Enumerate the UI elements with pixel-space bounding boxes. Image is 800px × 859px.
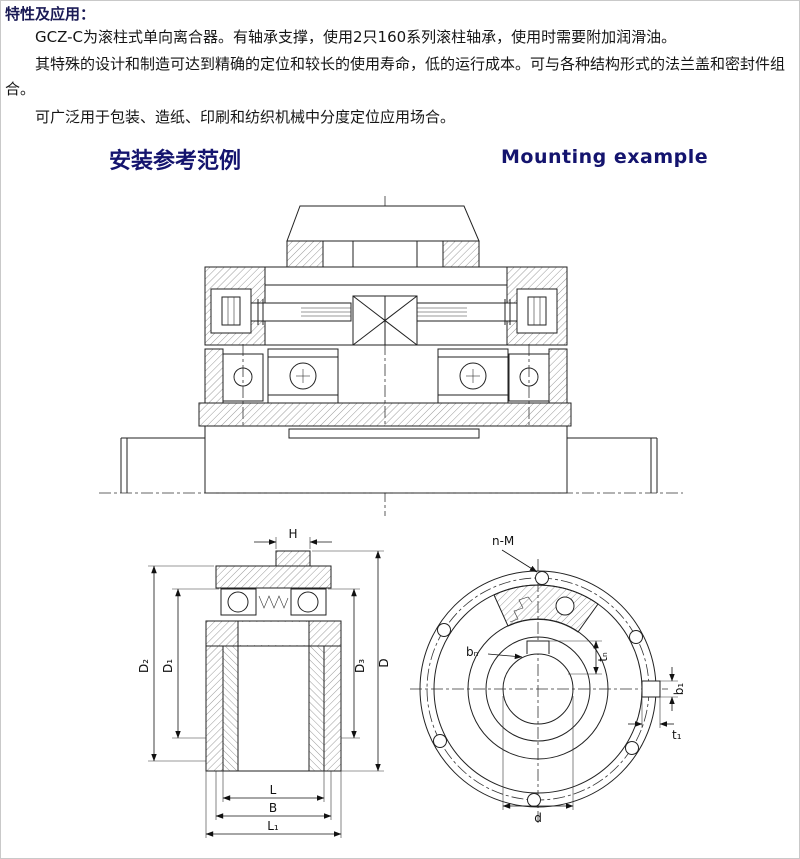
dim-bn: bₙ	[466, 645, 523, 660]
main-bearings	[204, 344, 568, 436]
dim-d: d	[502, 696, 574, 825]
dim-label-b1: b₁	[672, 683, 686, 696]
mounting-example-drawing	[99, 196, 683, 516]
dim-label-bn: bₙ	[466, 645, 479, 659]
clutch-section-view: H D₂ D₁ D₃ D	[137, 527, 391, 838]
paragraph-1: GCZ-C为滚柱式单向离合器。有轴承支撑，使用2只160系列滚柱轴承，使用时需要…	[35, 28, 677, 46]
paragraph-2: 其特殊的设计和制造可达到精确的定位和较长的使用寿命，低的运行成本。可与各种结构形…	[5, 55, 786, 99]
dim-label-D: D	[377, 658, 391, 667]
clutch-front-view: n-M bₙ tₙ b₁ t₁	[410, 534, 686, 825]
dim-D: D	[312, 550, 391, 772]
dim-label-d: d	[534, 811, 542, 825]
shaft-and-hub	[120, 425, 658, 494]
heading-english: Mounting example	[501, 146, 709, 168]
dim-D3: D₃	[328, 588, 367, 739]
dim-label-D1: D₁	[161, 659, 175, 673]
dim-label-B: B	[269, 801, 277, 815]
dim-D2: D₂	[137, 565, 214, 762]
bolt-holes	[433, 571, 643, 807]
section-geometry	[205, 550, 342, 772]
dim-label-t1: t₁	[672, 728, 682, 742]
dim-label-D3: D₃	[353, 659, 367, 673]
dim-label-L: L	[270, 783, 277, 797]
dim-b1: b₁	[660, 667, 686, 711]
section-headings: 安装参考范例 Mounting example	[1, 143, 799, 174]
dim-label-D2: D₂	[137, 659, 151, 673]
right-socket-screw	[416, 288, 558, 334]
paragraph-3: 可广泛用于包装、造纸、印刷和纺织机械中分度定位应用场合。	[35, 107, 456, 126]
dim-H: H	[254, 527, 332, 549]
left-socket-screw	[210, 288, 352, 334]
dim-D1: D₁	[161, 588, 219, 739]
intro-paragraphs: GCZ-C为滚柱式单向离合器。有轴承支撑，使用2只160系列滚柱轴承，使用时需要…	[5, 23, 795, 132]
dim-label-H: H	[288, 527, 297, 541]
dim-label-tn: tₙ	[596, 652, 610, 662]
page-title: 特性及应用：	[5, 5, 96, 23]
dims-bottom: L B L₁	[205, 771, 342, 838]
mounting-flange	[198, 402, 572, 427]
dim-nM: n-M	[492, 534, 538, 573]
dim-label-nM: n-M	[492, 534, 514, 548]
sprag-cage-element	[352, 295, 418, 346]
dim-label-L1: L₁	[267, 819, 279, 833]
dim-t1: t₁	[628, 697, 682, 742]
pulley-hub	[286, 205, 480, 268]
outer-keyway-slot	[641, 680, 661, 698]
roller-pocket-detail	[493, 584, 599, 633]
dim-tn: tₙ	[549, 640, 610, 675]
bore-keyway	[526, 640, 550, 654]
heading-chinese: 安装参考范例	[109, 149, 242, 174]
